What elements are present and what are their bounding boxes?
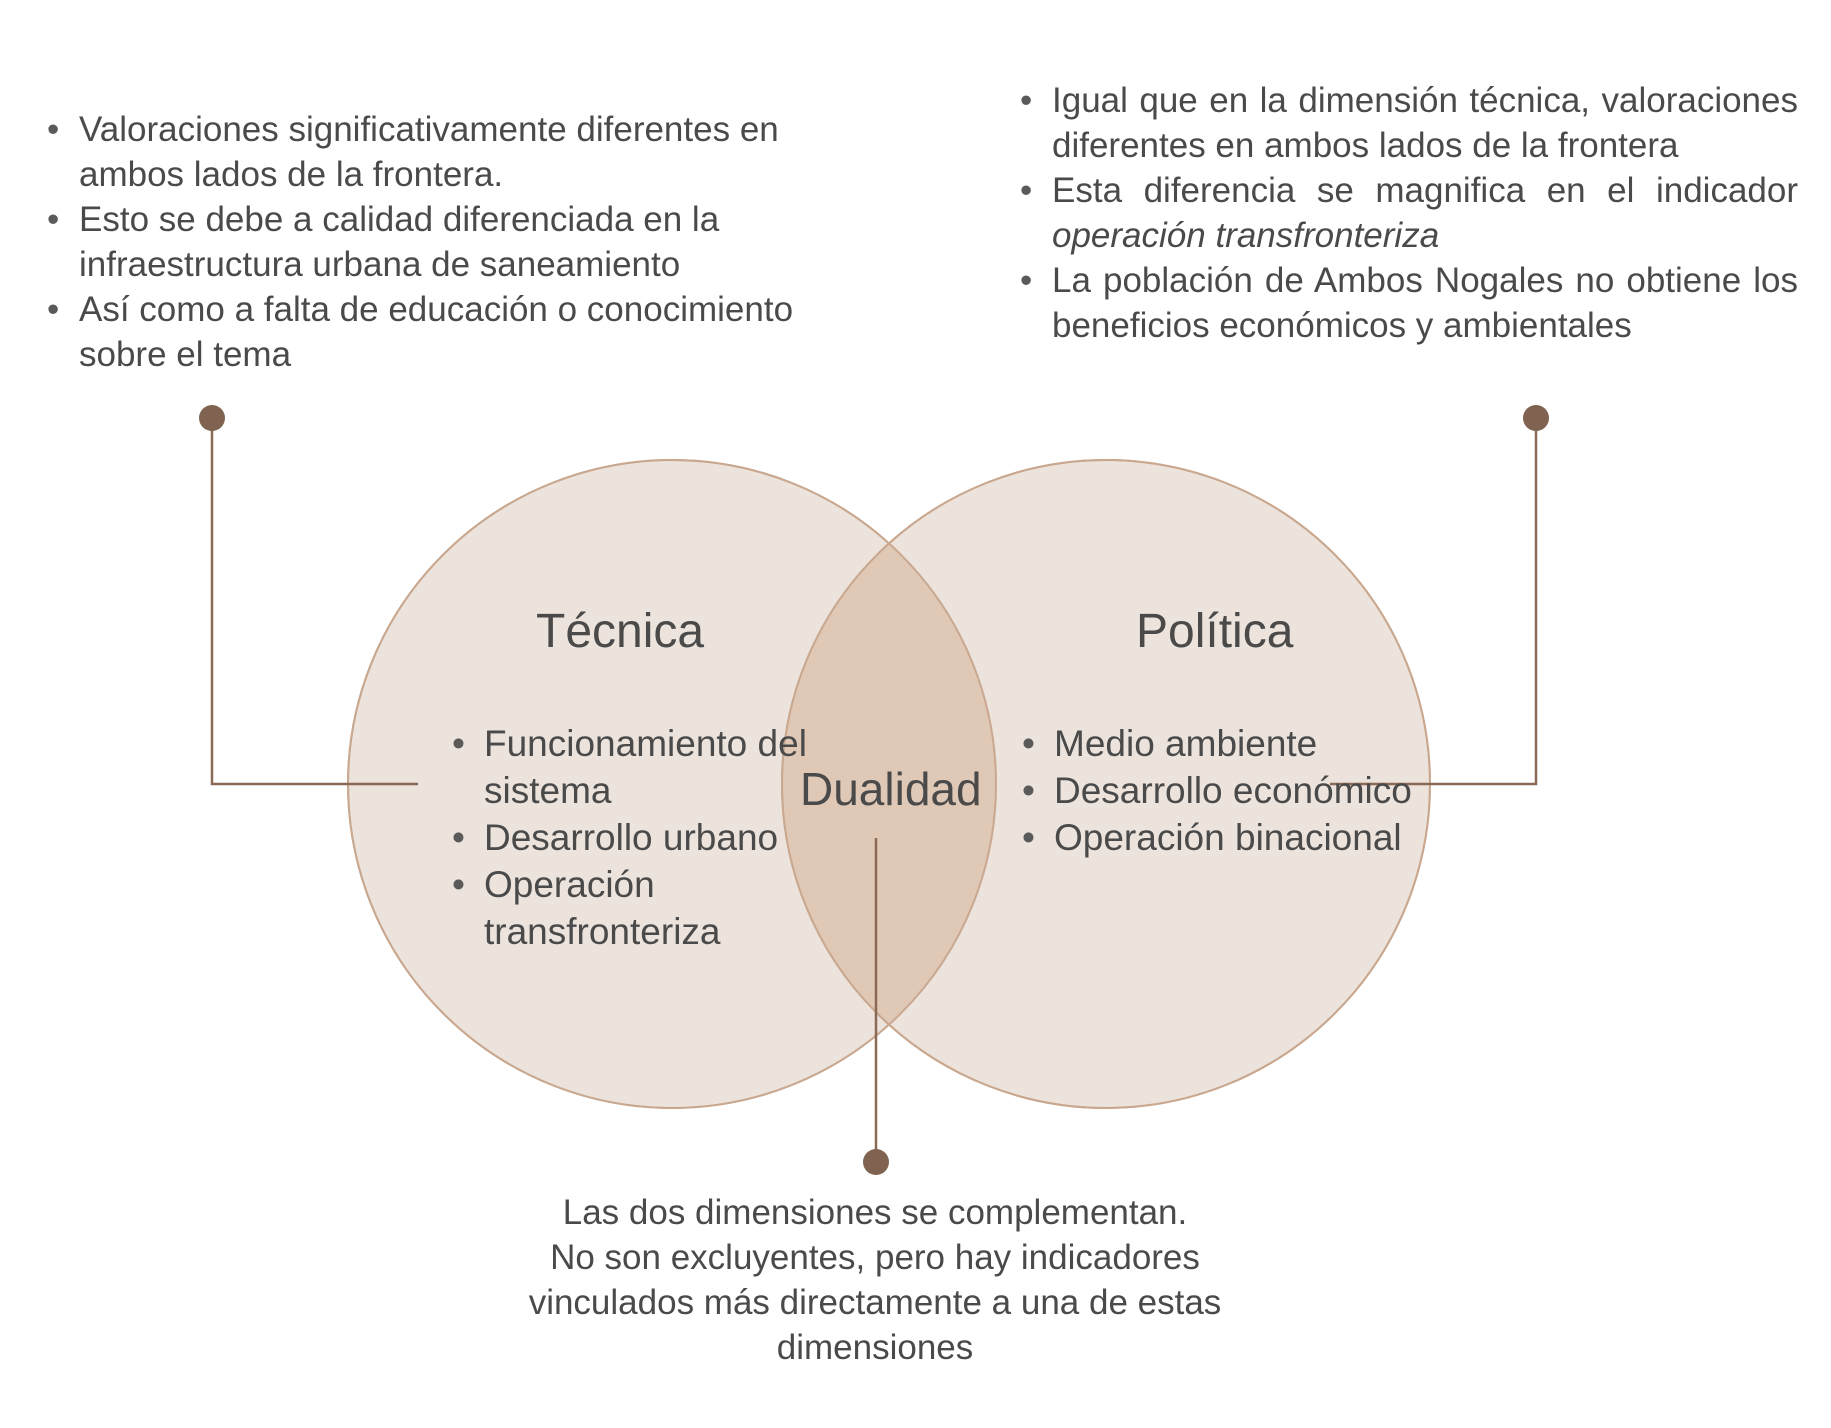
politica-item: Desarrollo económico [1022,767,1522,814]
right-connector-dot [1523,405,1549,431]
politica-heading: Política [1136,605,1294,658]
politica-list: Medio ambiente Desarrollo económico Oper… [1022,720,1522,861]
left-annotation-item: Esto se debe a calidad diferenciada en l… [47,197,827,287]
tecnica-item: Funcionamiento del sistema [452,720,852,814]
right-annotation-item-text: Esta diferencia se magnifica en el indic… [1052,171,1798,210]
intersection-area [782,460,996,1108]
left-annotation-item: Valoraciones significativamente diferent… [47,107,827,197]
left-connector-dot [199,405,225,431]
politica-items: Medio ambiente Desarrollo económico Oper… [1022,720,1522,861]
left-annotation-list: Valoraciones significativamente diferent… [47,107,827,377]
tecnica-item: Operación transfronteriza [452,861,852,955]
right-annotation: Igual que en la dimensión técnica, valor… [1020,78,1798,348]
tecnica-items: Funcionamiento del sistema Desarrollo ur… [452,720,852,955]
right-annotation-item: Igual que en la dimensión técnica, valor… [1020,78,1798,168]
tecnica-item: Desarrollo urbano [452,814,852,861]
tecnica-heading: Técnica [536,605,705,658]
bottom-note-line: Las dos dimensiones se complementan. [562,1193,1188,1232]
bottom-connector-dot [863,1149,889,1175]
left-annotation-item: Así como a falta de educación o conocimi… [47,287,827,377]
politica-item: Operación binacional [1022,814,1522,861]
bottom-note-line: No son excluyentes, pero hay indicadores… [528,1238,1222,1367]
left-connector-line [210,418,418,786]
left-annotation: Valoraciones significativamente diferent… [47,107,827,377]
politica-item: Medio ambiente [1022,720,1522,767]
right-annotation-item: Esta diferencia se magnifica en el indic… [1020,168,1798,258]
right-annotation-list: Igual que en la dimensión técnica, valor… [1020,78,1798,348]
tecnica-list: Funcionamiento del sistema Desarrollo ur… [452,720,852,955]
bottom-note: Las dos dimensiones se complementan. No … [470,1190,1280,1370]
right-annotation-item: La población de Ambos Nogales no obtiene… [1020,258,1798,348]
dualidad-heading: Dualidad [800,763,982,815]
emphasized-indicator: operación transfronteriza [1052,216,1440,255]
